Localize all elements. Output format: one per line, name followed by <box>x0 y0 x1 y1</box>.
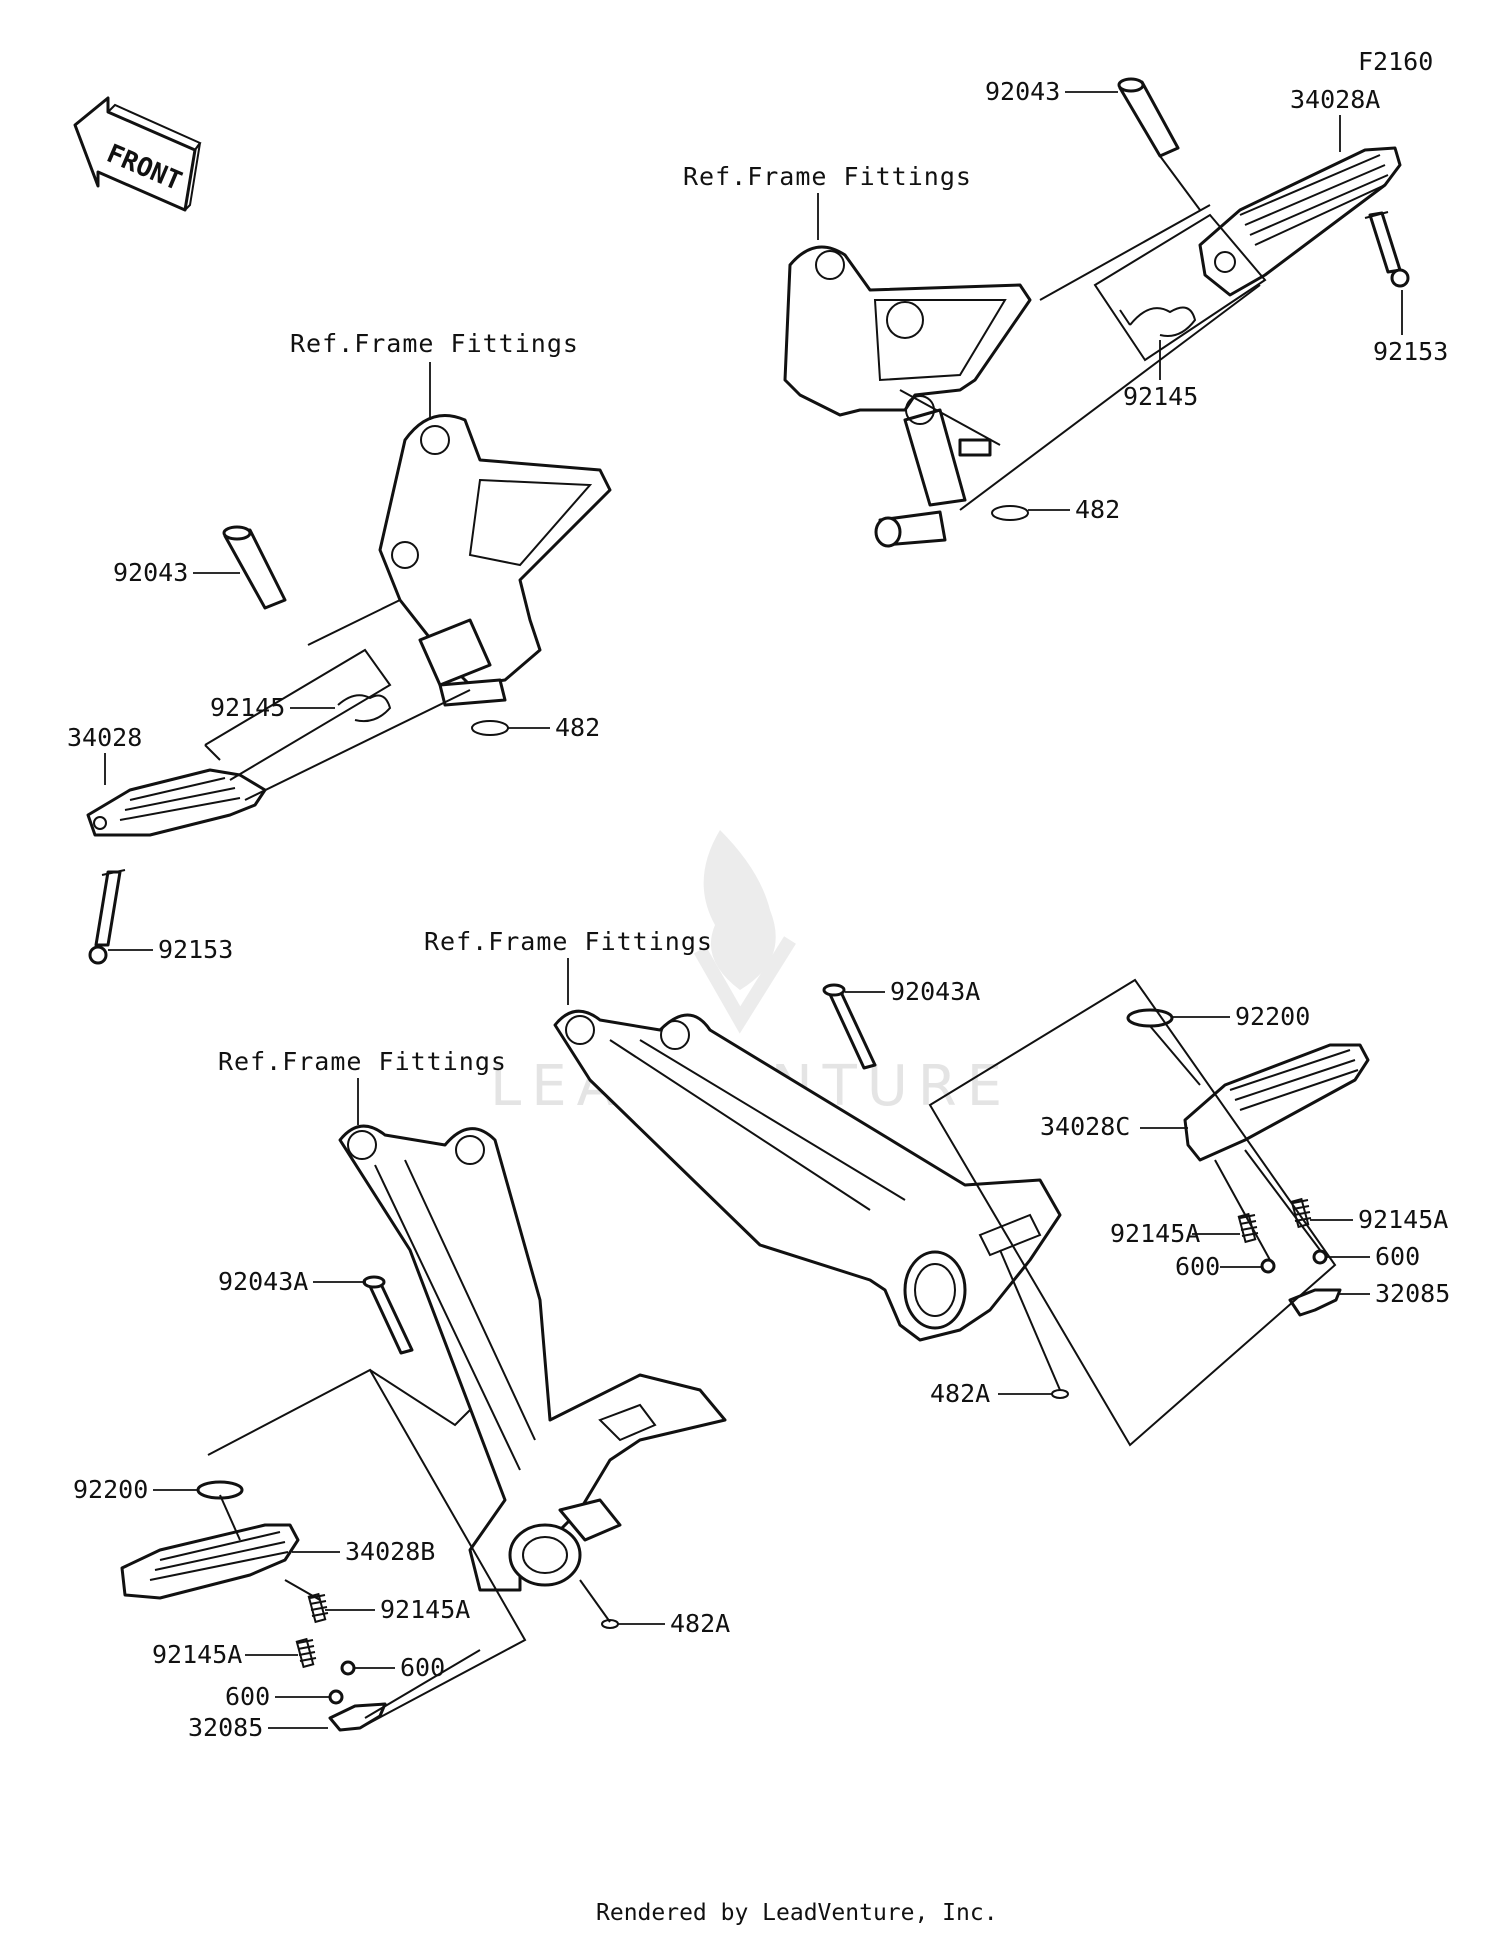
callout-32085-left: 32085 <box>188 1713 263 1742</box>
spring-92145A-left-2 <box>295 1637 317 1669</box>
callout-92043-left: 92043 <box>113 558 188 587</box>
flame-logo-icon <box>703 830 776 990</box>
pin-92043A-right <box>822 983 877 1070</box>
footpeg-34028C <box>1183 1043 1370 1162</box>
footpeg-34028 <box>86 768 267 837</box>
callout-34028: 34028 <box>67 723 142 752</box>
callout-92145A-right-2: 92145A <box>1358 1205 1448 1234</box>
callout-600-left-1: 600 <box>400 1653 445 1682</box>
footpeg-34028B <box>120 1523 300 1600</box>
circlip-482A-right <box>1051 1389 1069 1399</box>
spring-92145-top <box>1119 306 1197 337</box>
ref-label-bottom-left: Ref.Frame Fittings <box>218 1047 507 1076</box>
spring-92145A-right-1 <box>1237 1212 1259 1244</box>
callout-92145A-right-1: 92145A <box>1110 1219 1200 1248</box>
circlip-482-left <box>471 720 509 736</box>
callout-600-right-2: 600 <box>1375 1242 1420 1271</box>
ball-600-left-2 <box>328 1689 344 1705</box>
assembly-lines-top-left <box>204 599 471 801</box>
callout-92043-top: 92043 <box>985 77 1060 106</box>
detent-32085-right <box>1288 1288 1342 1317</box>
v-logo-icon <box>693 936 796 1034</box>
diagram-code: F2160 <box>1358 47 1433 76</box>
callout-92043A-right: 92043A <box>890 977 980 1006</box>
callouts: 92043 34028A 92153 92145 482 92043 92145… <box>67 77 1450 1742</box>
bracket-top-left <box>378 414 612 707</box>
callout-92145-left: 92145 <box>210 693 285 722</box>
callout-92145A-left-1: 92145A <box>380 1595 470 1624</box>
callout-92145A-left-2: 92145A <box>152 1640 242 1669</box>
ref-label-top-left: Ref.Frame Fittings <box>290 329 579 358</box>
pin-92043-left <box>222 525 287 610</box>
bolt-92153-left <box>88 869 126 965</box>
callout-92153-top: 92153 <box>1373 337 1448 366</box>
assembly-lines-top-right <box>959 155 1267 511</box>
callout-92145-top: 92145 <box>1123 382 1198 411</box>
callout-34028B: 34028B <box>345 1537 435 1566</box>
callout-482A-right: 482A <box>930 1379 990 1408</box>
circlip-482-top <box>991 505 1029 521</box>
bracket-top-right <box>783 245 1032 548</box>
footer-credit: Rendered by LeadVenture, Inc. <box>596 1900 998 1926</box>
footpeg-34028A <box>1198 146 1402 297</box>
callout-482-left: 482 <box>555 713 600 742</box>
callout-600-right-1: 600 <box>1175 1252 1220 1281</box>
callout-92153-left: 92153 <box>158 935 233 964</box>
callout-34028C: 34028C <box>1040 1112 1130 1141</box>
spring-92145-left <box>337 694 392 723</box>
pin-92043A-left <box>362 1275 414 1355</box>
front-arrow-icon: FRONT <box>73 96 202 212</box>
assembly-lines-bottom-right <box>928 978 1337 1447</box>
callout-92043A-left: 92043A <box>218 1267 308 1296</box>
callout-482-top: 482 <box>1075 495 1120 524</box>
callout-32085-right: 32085 <box>1375 1279 1450 1308</box>
pin-92043-top <box>1117 77 1180 158</box>
callout-92200-right: 92200 <box>1235 1002 1310 1031</box>
assembly-lines-bottom-left <box>207 1368 611 1729</box>
ref-label-top-right: Ref.Frame Fittings <box>683 162 972 191</box>
ref-label-bottom-right: Ref.Frame Fittings <box>424 927 713 956</box>
callout-34028A: 34028A <box>1290 85 1380 114</box>
callout-482A-left: 482A <box>670 1609 730 1638</box>
ball-600-right-1 <box>1260 1258 1276 1274</box>
spring-92145A-right-2 <box>1290 1197 1312 1229</box>
callout-600-left-2: 600 <box>225 1682 270 1711</box>
passenger-bracket-right <box>553 1009 1062 1342</box>
ball-600-right-2 <box>1312 1249 1328 1265</box>
detent-32085-left <box>328 1702 387 1732</box>
passenger-bracket-left <box>338 1124 727 1592</box>
callout-92200-left: 92200 <box>73 1475 148 1504</box>
ball-600-left-1 <box>340 1660 356 1676</box>
bolt-92153-top <box>1364 211 1410 288</box>
